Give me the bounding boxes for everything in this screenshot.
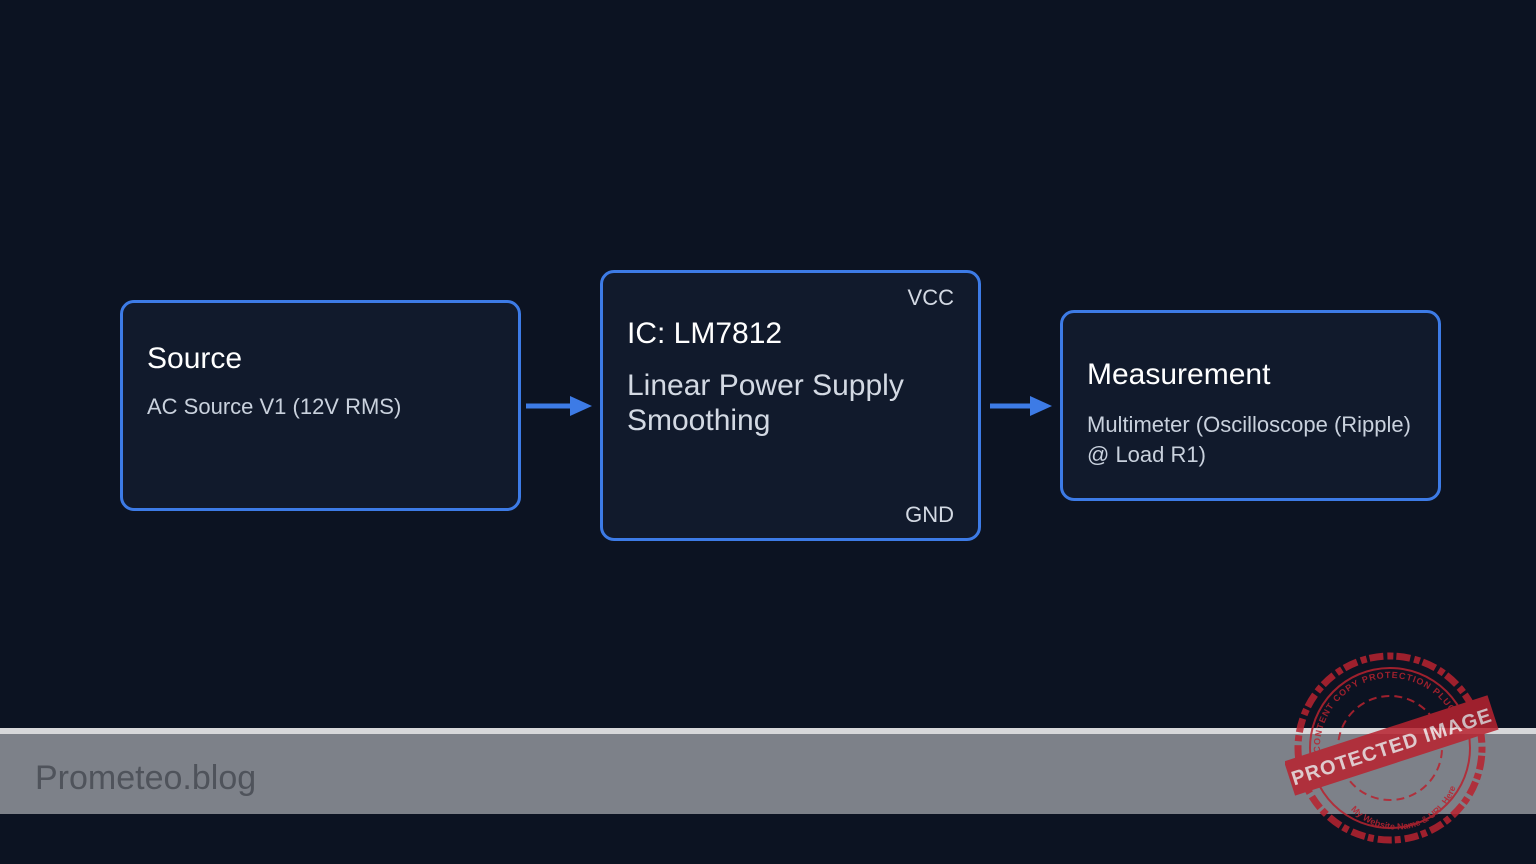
footer-site-name[interactable]: Prometeo.blog (35, 759, 257, 797)
source-block: Source AC Source V1 (12V RMS) (120, 300, 521, 511)
footer-bar: Prometeo.blog (0, 728, 1536, 814)
arrow-source-to-ic (526, 396, 592, 416)
ic-description: Linear Power Supply Smoothing (627, 369, 904, 437)
ic-title: IC: LM7812 (627, 317, 783, 350)
source-description: AC Source V1 (12V RMS) (147, 394, 402, 419)
measurement-block: Measurement Multimeter (Oscilloscope (Ri… (1060, 310, 1441, 501)
svg-text:My Website Name & URL Here: My Website Name & URL Here (1348, 782, 1464, 841)
source-title: Source (147, 342, 243, 375)
gnd-pin-label: GND (905, 502, 954, 527)
ic-block: VCC IC: LM7812 Linear Power Supply Smoot… (600, 270, 981, 541)
watermark-ring-bottom-text: My Website Name & URL Here (1348, 782, 1464, 841)
measurement-title: Measurement (1087, 358, 1271, 391)
protected-image-watermark: CONTENT COPY PROTECTION PLUGIN My Websit… (1285, 652, 1499, 844)
measurement-description: Multimeter (Oscilloscope (Ripple) @ Load… (1087, 412, 1411, 467)
vcc-pin-label: VCC (907, 285, 954, 310)
arrow-ic-to-measurement (990, 396, 1052, 416)
